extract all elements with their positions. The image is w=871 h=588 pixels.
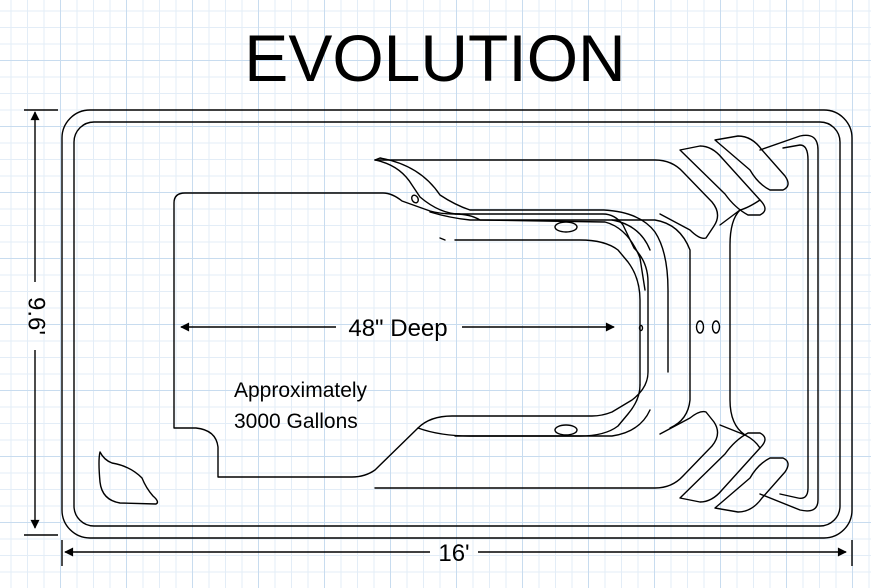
drain-dot: [638, 324, 644, 332]
step-line-top-2: [374, 157, 669, 373]
jet-pair-left: [695, 320, 705, 334]
pool-outer-edge: [61, 109, 853, 539]
capacity-line-1: Approximately: [234, 379, 368, 402]
capacity-line-2: 3000 Gallons: [234, 410, 358, 433]
step-line-right-upper: [454, 213, 646, 291]
bench-line-top-c: [439, 237, 446, 241]
depth-label: 48" Deep: [348, 315, 447, 342]
length-label: 16': [438, 540, 469, 567]
divider-bottom: [719, 424, 761, 449]
bench-curve-top-inner: [611, 219, 691, 429]
jet-fixture-bottom: [554, 424, 578, 436]
bench-line-top-b: [454, 239, 641, 386]
bench-line-top-a: [429, 211, 651, 251]
seat-bottom-right-b: [714, 457, 789, 513]
seat-top-right-b: [714, 135, 789, 191]
swim-area-outline: [173, 192, 649, 478]
pool-inner-edge: [73, 121, 841, 527]
seat-bottom-right-a: [679, 432, 766, 503]
bench-curve-top: [374, 159, 719, 240]
corner-skimmer: [98, 451, 159, 505]
divider-column: [729, 209, 746, 436]
right-end-wall: [759, 134, 819, 512]
seat-top-right-a: [679, 145, 766, 216]
step-line-top: [374, 159, 461, 215]
right-end-inner: [779, 144, 809, 499]
bench-line-bottom-b: [454, 384, 641, 437]
bench-line-bottom-a: [417, 409, 651, 437]
step-line-bottom: [374, 410, 719, 489]
jet-pair-right: [711, 320, 721, 334]
jet-fixture-top: [554, 221, 578, 233]
divider-left: [719, 199, 761, 226]
width-label: 9.6': [23, 297, 50, 335]
diagram-title: EVOLUTION: [244, 21, 625, 95]
small-jet-top: [411, 194, 419, 204]
